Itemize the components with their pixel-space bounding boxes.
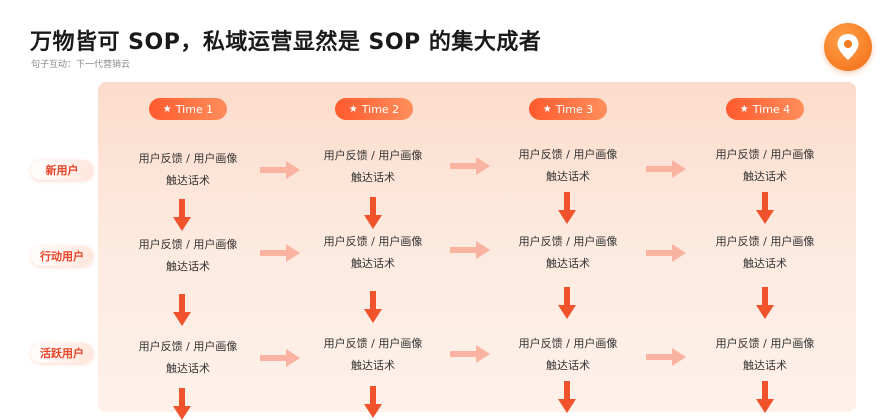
arrow-down-icon [558, 192, 576, 224]
cell-line-feedback: 用户反馈 / 用户画像 [518, 148, 618, 161]
cell-line-feedback: 用户反馈 / 用户画像 [518, 337, 618, 350]
arrow-right-icon [450, 241, 490, 259]
arrow-down-icon [364, 386, 382, 418]
cell-line-script: 触达话术 [351, 171, 395, 184]
flow-cell: 用户反馈 / 用户画像 触达话术 [508, 231, 628, 275]
flow-cell: 用户反馈 / 用户画像 触达话术 [128, 148, 248, 192]
arrow-down-icon [173, 199, 191, 231]
time-label: Time 2 [361, 102, 400, 116]
flow-cell: 用户反馈 / 用户画像 触达话术 [128, 336, 248, 380]
arrow-right-icon [450, 345, 490, 363]
arrow-down-icon [364, 291, 382, 323]
star-icon: ★ [542, 103, 552, 115]
cell-line-script: 触达话术 [743, 359, 787, 372]
cell-line-feedback: 用户反馈 / 用户画像 [715, 148, 815, 161]
flow-cell: 用户反馈 / 用户画像 触达话术 [705, 333, 825, 377]
time-pill-2: ★ Time 2 [335, 98, 413, 120]
flow-cell: 用户反馈 / 用户画像 触达话术 [705, 231, 825, 275]
cell-line-script: 触达话术 [166, 174, 210, 187]
flow-cell: 用户反馈 / 用户画像 触达话术 [313, 145, 433, 189]
cell-line-feedback: 用户反馈 / 用户画像 [138, 238, 238, 251]
cell-line-feedback: 用户反馈 / 用户画像 [518, 235, 618, 248]
time-label: Time 3 [555, 102, 594, 116]
flow-cell: 用户反馈 / 用户画像 触达话术 [128, 234, 248, 278]
flow-cell: 用户反馈 / 用户画像 触达话术 [705, 144, 825, 188]
cell-line-script: 触达话术 [166, 362, 210, 375]
arrow-down-icon [173, 294, 191, 326]
cell-line-script: 触达话术 [743, 170, 787, 183]
arrow-right-icon [260, 244, 300, 262]
time-label: Time 4 [752, 102, 791, 116]
star-icon: ★ [739, 103, 749, 115]
arrow-down-icon [364, 197, 382, 229]
arrow-right-icon [260, 349, 300, 367]
time-pill-4: ★ Time 4 [726, 98, 804, 120]
row-tag-active-user: 活跃用户 [31, 343, 93, 363]
cell-line-script: 触达话术 [166, 260, 210, 273]
time-pill-3: ★ Time 3 [529, 98, 607, 120]
cell-line-feedback: 用户反馈 / 用户画像 [715, 337, 815, 350]
arrow-down-icon [558, 381, 576, 413]
row-tag-action-user: 行动用户 [31, 246, 93, 266]
time-label: Time 1 [175, 102, 214, 116]
arrow-right-icon [646, 244, 686, 262]
cell-line-script: 触达话术 [546, 170, 590, 183]
page-title: 万物皆可 SOP，私域运营显然是 SOP 的集大成者 [30, 30, 542, 55]
arrow-right-icon [646, 348, 686, 366]
flow-cell: 用户反馈 / 用户画像 触达话术 [508, 333, 628, 377]
star-icon: ★ [348, 103, 358, 115]
cell-line-feedback: 用户反馈 / 用户画像 [323, 337, 423, 350]
page-subtitle: 句子互动：下一代营销云 [31, 60, 131, 70]
arrow-down-icon [173, 388, 191, 420]
arrow-right-icon [646, 160, 686, 178]
arrow-down-icon [756, 192, 774, 224]
cell-line-script: 触达话术 [546, 257, 590, 270]
cell-line-feedback: 用户反馈 / 用户画像 [138, 152, 238, 165]
cell-line-feedback: 用户反馈 / 用户画像 [323, 149, 423, 162]
arrow-down-icon [756, 287, 774, 319]
arrow-down-icon [558, 287, 576, 319]
cell-line-feedback: 用户反馈 / 用户画像 [323, 235, 423, 248]
cell-line-script: 触达话术 [546, 359, 590, 372]
star-icon: ★ [162, 103, 172, 115]
cell-line-feedback: 用户反馈 / 用户画像 [138, 340, 238, 353]
brand-logo [824, 23, 872, 71]
time-pill-1: ★ Time 1 [149, 98, 227, 120]
row-tag-new-user: 新用户 [31, 160, 93, 180]
flow-cell: 用户反馈 / 用户画像 触达话术 [313, 231, 433, 275]
cell-line-script: 触达话术 [743, 257, 787, 270]
cell-line-script: 触达话术 [351, 257, 395, 270]
cell-line-feedback: 用户反馈 / 用户画像 [715, 235, 815, 248]
arrow-right-icon [450, 157, 490, 175]
location-pin-icon [837, 34, 859, 60]
arrow-down-icon [756, 381, 774, 413]
cell-line-script: 触达话术 [351, 359, 395, 372]
flow-cell: 用户反馈 / 用户画像 触达话术 [508, 144, 628, 188]
flow-cell: 用户反馈 / 用户画像 触达话术 [313, 333, 433, 377]
arrow-right-icon [260, 161, 300, 179]
